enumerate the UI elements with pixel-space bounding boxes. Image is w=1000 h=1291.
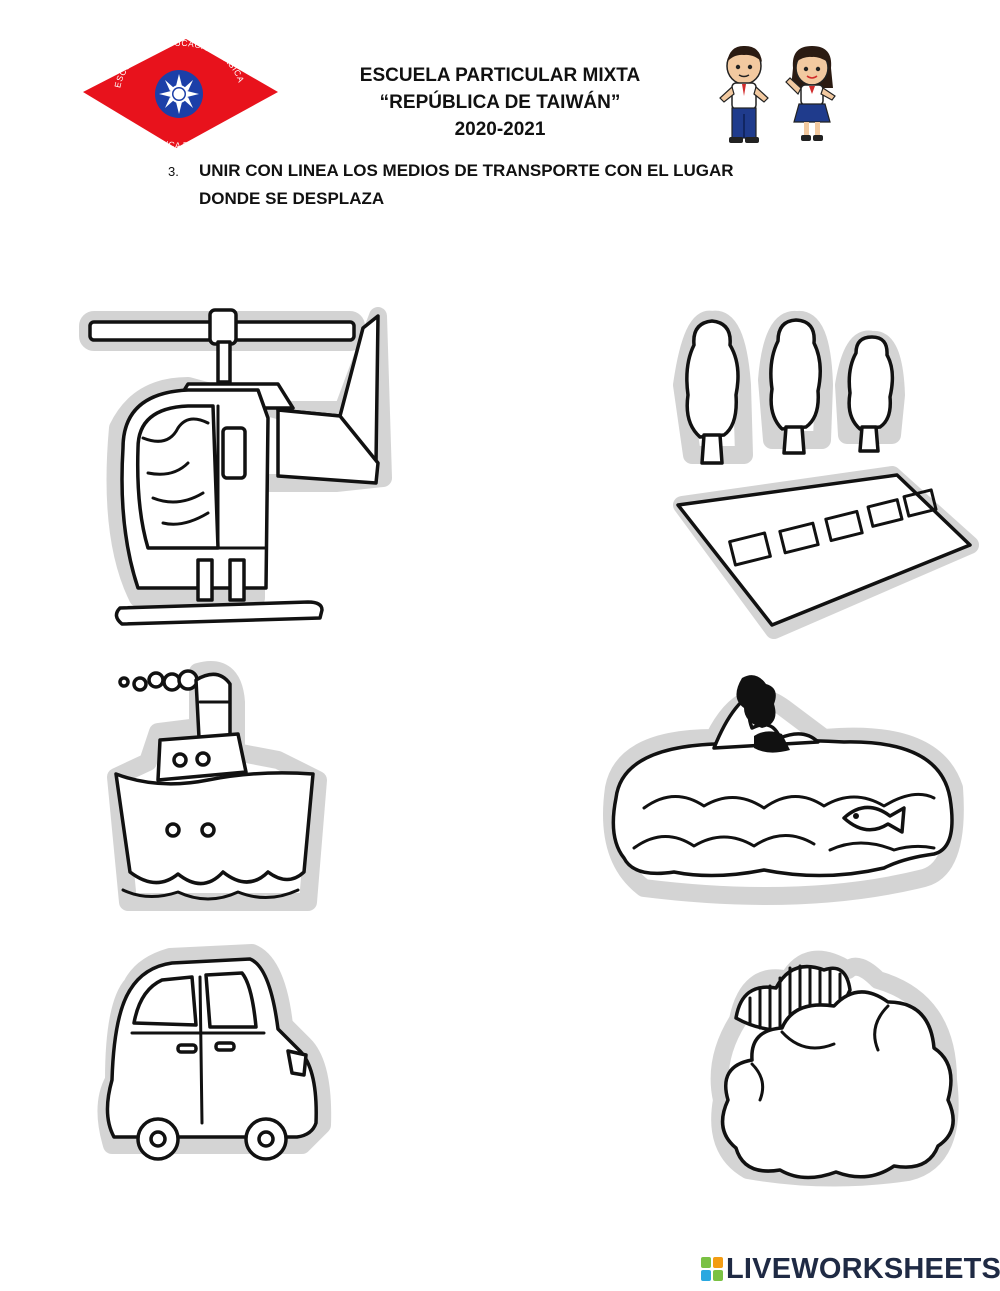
girl-figure <box>785 46 836 141</box>
instruction-line2: DONDE SE DESPLAZA <box>199 189 385 208</box>
liveworksheets-watermark[interactable]: LIVEWORKSHEETS <box>700 1252 1000 1286</box>
instruction: 3. UNIR CON LINEA LOS MEDIOS DE TRANSPOR… <box>168 157 828 213</box>
school-year: 2020-2021 <box>454 119 546 140</box>
road-with-trees-icon[interactable] <box>672 305 979 640</box>
ship-icon[interactable] <box>107 661 333 934</box>
instruction-line1: UNIR CON LINEA LOS MEDIOS DE TRANSPORTE … <box>199 161 734 180</box>
clouds-icon[interactable] <box>708 940 968 1190</box>
liveworksheets-logo-icon <box>701 1257 723 1281</box>
car-icon[interactable] <box>92 944 334 1173</box>
school-header: ESCUELA PARTICULAR MIXTA “REPÚBLICA DE T… <box>290 62 710 143</box>
liveworksheets-brand-text: LIVEWORKSHEETS <box>726 1252 1000 1285</box>
boy-figure <box>719 45 769 143</box>
school-name-line1: ESCUELA PARTICULAR MIXTA <box>359 65 641 86</box>
kids-illustration <box>719 45 836 143</box>
instruction-number: 3. <box>168 164 179 179</box>
logo-sun-emblem <box>155 70 203 118</box>
school-name-line2: “REPÚBLICA DE TAIWÁN” <box>379 92 621 113</box>
helicopter-icon[interactable] <box>78 298 398 648</box>
sea-waves-icon[interactable] <box>603 668 966 916</box>
school-logo: ESCUELA DE EDUCACIÓN BÁSICA REPÚBLICA DE… <box>83 38 278 150</box>
